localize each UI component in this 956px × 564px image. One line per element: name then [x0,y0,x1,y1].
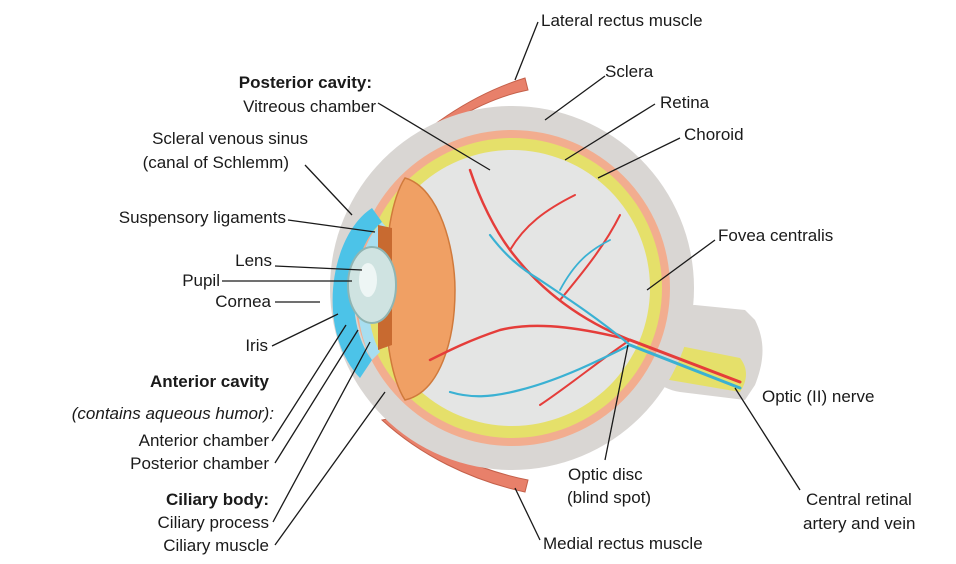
label-anterior-chamber: Anterior chamber [139,431,269,451]
leader-iris [272,314,338,346]
label-scleral-sinus-2: (canal of Schlemm) [143,153,289,173]
label-central-artery-1: Central retinal [806,490,912,510]
label-ciliary-process: Ciliary process [158,513,269,533]
leader-posterior-chamber [275,330,358,463]
label-optic-disc-2: (blind spot) [567,488,651,508]
leader-sclera [545,76,605,120]
leader-anterior-chamber [272,325,346,441]
label-central-artery-2: artery and vein [803,514,915,534]
label-ciliary-body: Ciliary body: [166,490,269,510]
label-optic-nerve: Optic (II) nerve [762,387,874,407]
label-retina: Retina [660,93,709,113]
label-lateral-rectus: Lateral rectus muscle [541,11,703,31]
label-sclera: Sclera [605,62,653,82]
leader-medial-rectus [515,488,540,540]
leader-lateral-rectus [515,22,538,80]
leader-scleral-sinus [305,165,352,215]
label-lens: Lens [235,251,272,271]
label-ciliary-muscle: Ciliary muscle [163,536,269,556]
label-pupil: Pupil [182,271,220,291]
label-medial-rectus: Medial rectus muscle [543,534,703,554]
lens-highlight [359,263,377,297]
label-anterior-cavity: Anterior cavity [150,372,269,392]
label-cornea: Cornea [215,292,271,312]
label-fovea: Fovea centralis [718,226,833,246]
label-posterior-cavity: Posterior cavity: [239,73,372,93]
label-choroid: Choroid [684,125,744,145]
label-vitreous-chamber: Vitreous chamber [243,97,376,117]
label-posterior-chamber: Posterior chamber [130,454,269,474]
label-suspensory: Suspensory ligaments [119,208,286,228]
label-iris: Iris [245,336,268,356]
label-optic-disc-1: Optic disc [568,465,643,485]
label-scleral-sinus-1: Scleral venous sinus [152,129,308,149]
label-aqueous-note: (contains aqueous humor): [72,404,274,424]
